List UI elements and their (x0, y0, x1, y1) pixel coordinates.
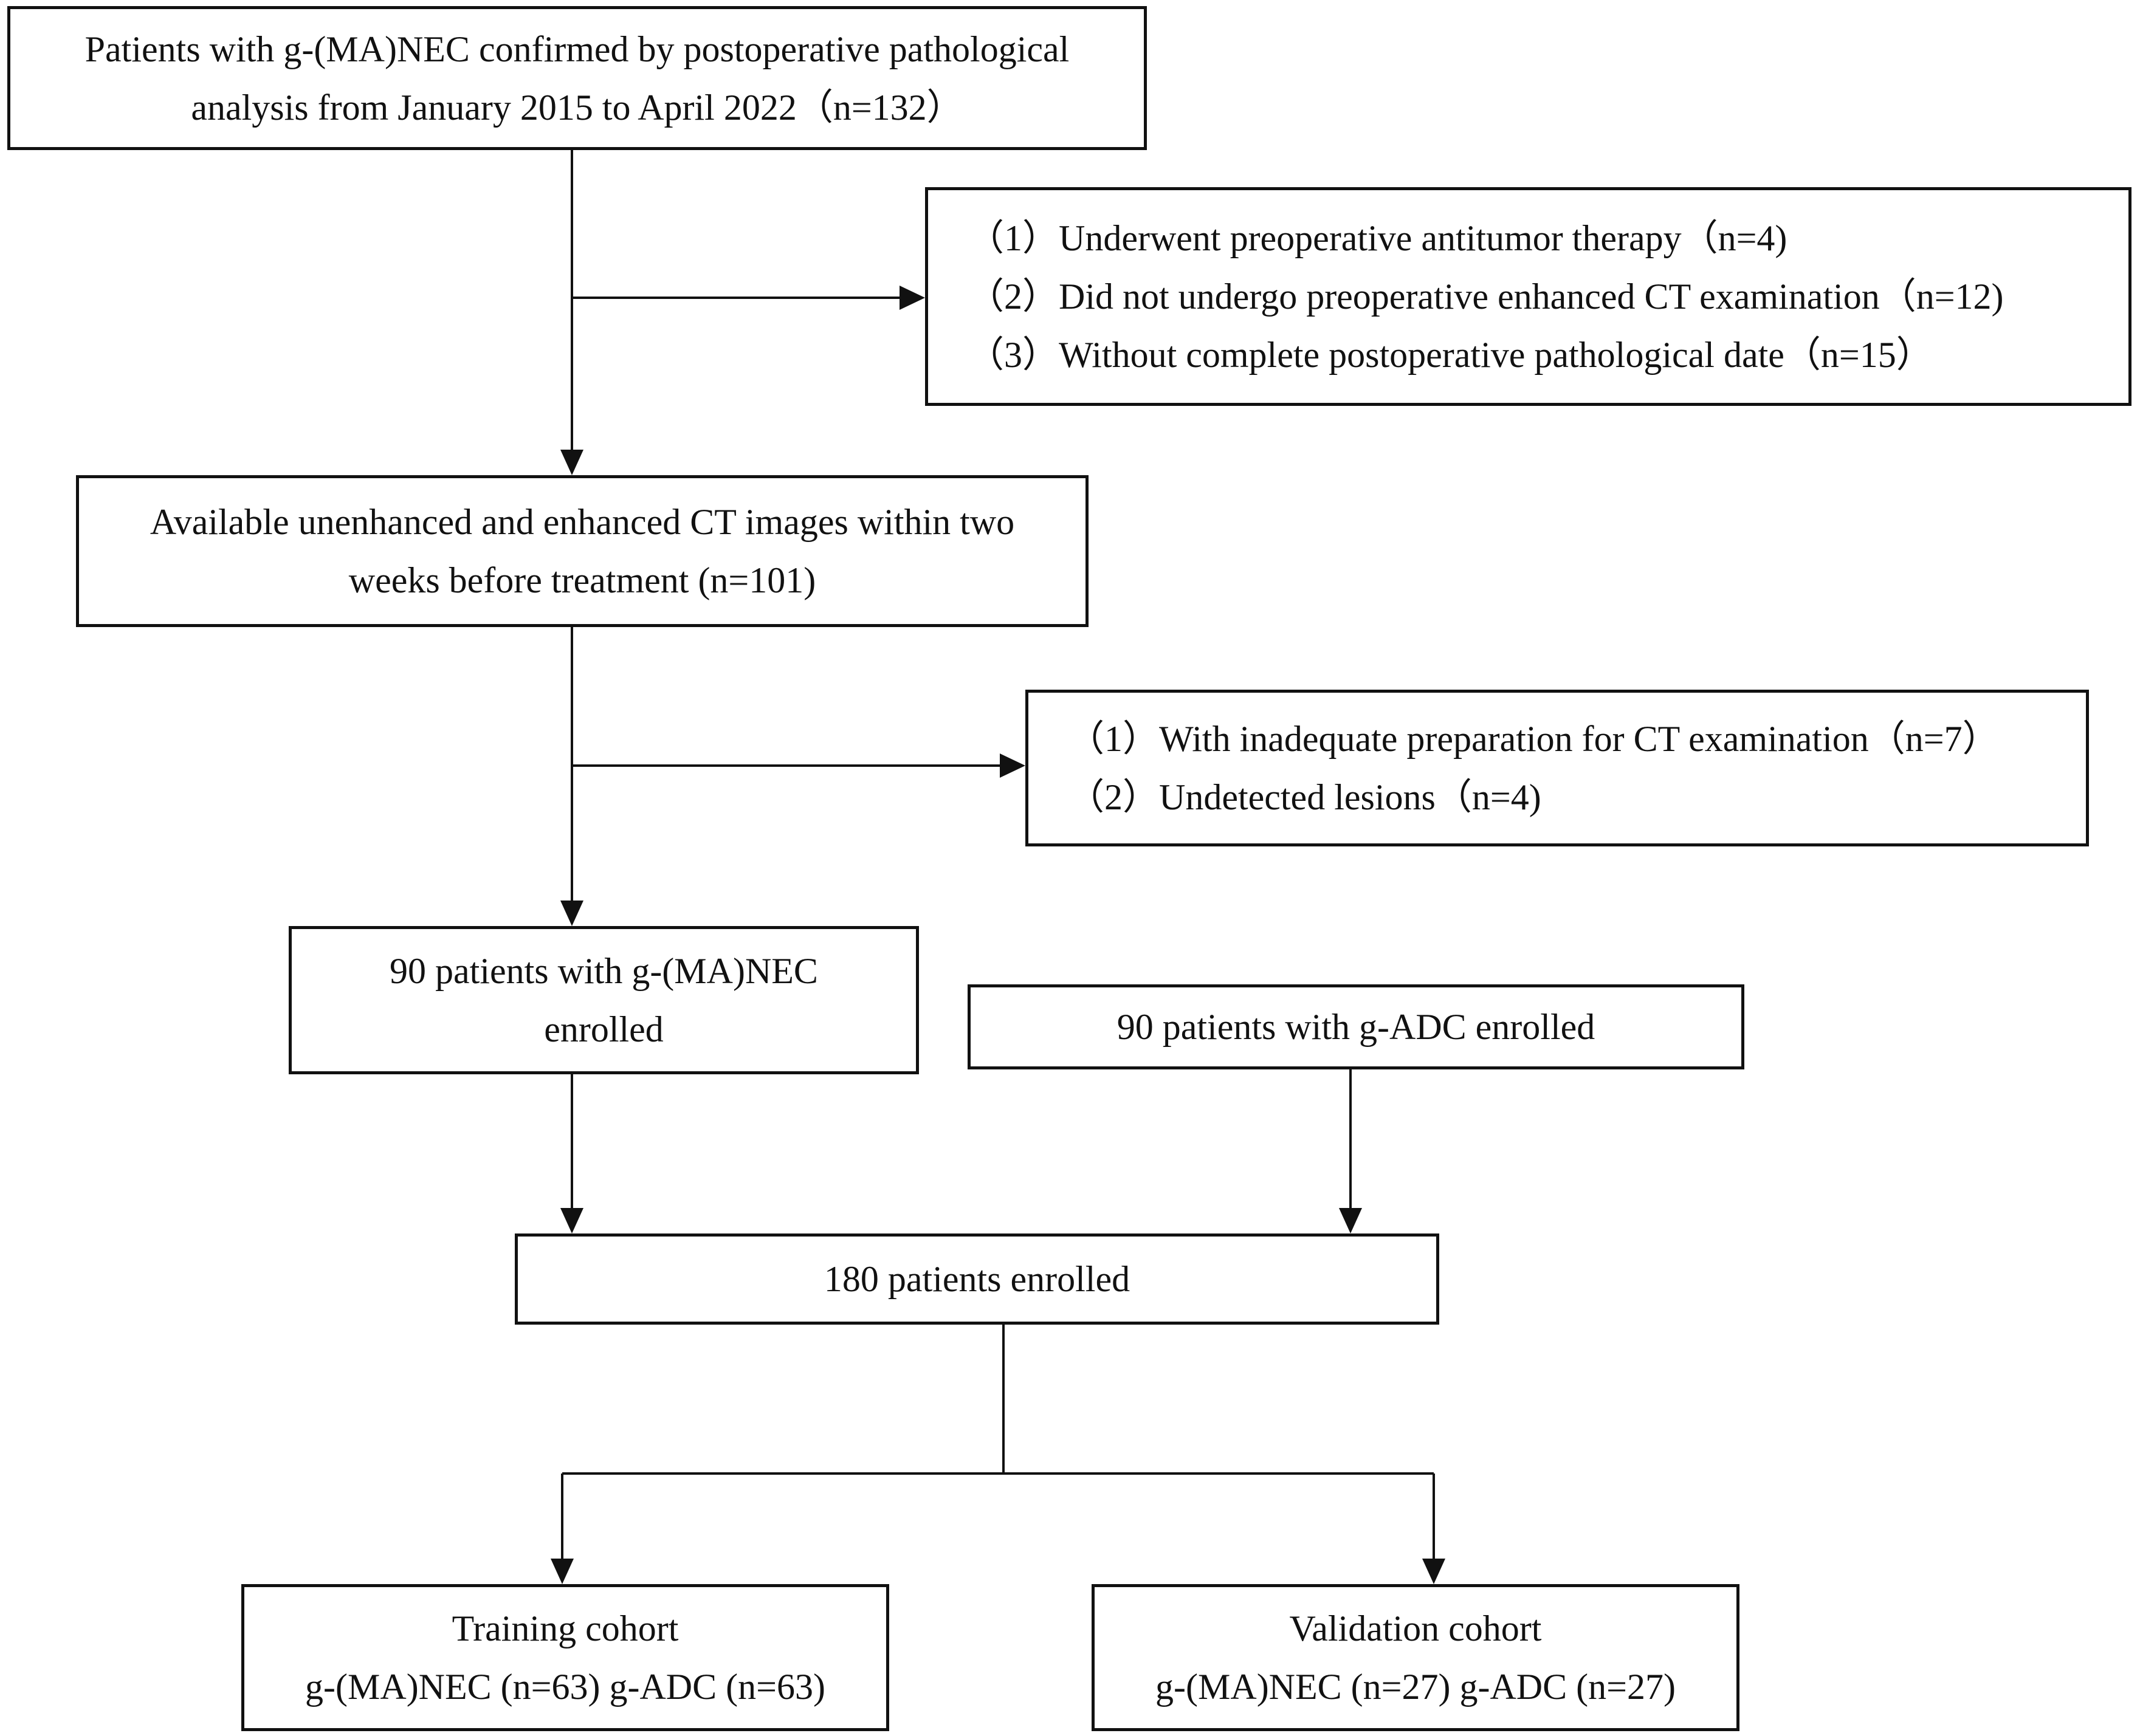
start-box: Patients with g-(MA)NEC confirmed by pos… (7, 6, 1147, 150)
arrowhead-available (560, 450, 583, 475)
start-box-line-2: analysis from January 2015 to April 2022… (191, 87, 963, 128)
adc-enrolled-box: 90 patients with g-ADC enrolled (968, 984, 1744, 1069)
exclusion-2-item-2: （2）Undetected lesions（n=4) (1068, 777, 1541, 817)
exclusion-2-item-1: （1）With inadequate preparation for CT ex… (1068, 719, 1999, 759)
training-cohort-box: Training cohort g-(MA)NEC (n=63) g-ADC (… (241, 1584, 889, 1731)
available-box-line-1: Available unenhanced and enhanced CT ima… (150, 502, 1015, 542)
training-box-line-1: Training cohort (452, 1608, 679, 1649)
arrowhead-total-right (1339, 1208, 1362, 1233)
arrowhead-total-left (560, 1208, 583, 1233)
validation-box-line-2: g-(MA)NEC (n=27) g-ADC (n=27) (1155, 1667, 1676, 1707)
adc-box-line-1: 90 patients with g-ADC enrolled (1116, 1007, 1595, 1047)
exclusion-1-item-2: （2）Did not undergo preoperative enhanced… (968, 276, 2004, 317)
arrowhead-training (551, 1559, 574, 1584)
exclusion-box-1: （1）Underwent preoperative antitumor ther… (925, 187, 2131, 406)
arrowhead-validation (1422, 1559, 1445, 1584)
exclusion-1-item-1: （1）Underwent preoperative antitumor ther… (968, 218, 1787, 258)
total-box-line-1: 180 patients enrolled (824, 1259, 1130, 1299)
arrowhead-manec (560, 901, 583, 926)
arrowhead-exclusion-2 (1000, 753, 1025, 778)
start-box-line-1: Patients with g-(MA)NEC confirmed by pos… (84, 29, 1070, 69)
available-box: Available unenhanced and enhanced CT ima… (76, 475, 1089, 627)
manec-box-line-1: 90 patients with g-(MA)NEC (390, 951, 818, 991)
training-box-line-2: g-(MA)NEC (n=63) g-ADC (n=63) (305, 1667, 825, 1707)
arrowhead-exclusion-1 (900, 286, 925, 310)
validation-box-line-1: Validation cohort (1289, 1608, 1542, 1649)
manec-enrolled-box: 90 patients with g-(MA)NEC enrolled (289, 926, 919, 1074)
exclusion-1-item-3: （3）Without complete postoperative pathol… (968, 335, 1933, 375)
total-enrolled-box: 180 patients enrolled (515, 1233, 1439, 1325)
exclusion-box-2: （1）With inadequate preparation for CT ex… (1025, 690, 2089, 846)
available-box-line-2: weeks before treatment (n=101) (348, 560, 816, 600)
manec-box-line-2: enrolled (544, 1009, 664, 1049)
validation-cohort-box: Validation cohort g-(MA)NEC (n=27) g-ADC… (1092, 1584, 1739, 1731)
